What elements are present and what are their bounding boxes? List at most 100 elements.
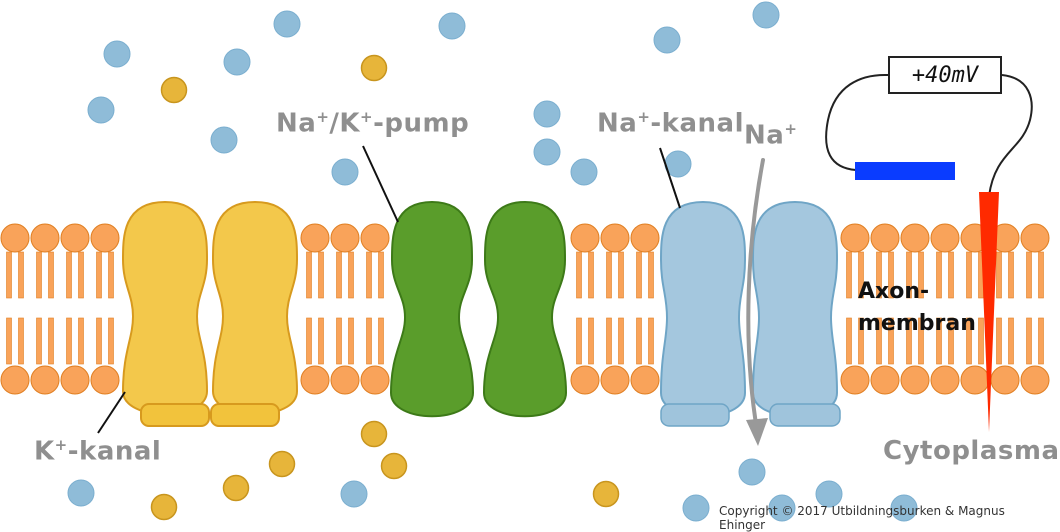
lipid-tail (936, 251, 942, 299)
lipid-tail (18, 317, 24, 365)
lipid-head (330, 223, 360, 253)
lipid-tail (858, 317, 864, 365)
na-channel-subunit (659, 200, 747, 418)
lipid-tail (1026, 317, 1032, 365)
lipid-tail (1026, 251, 1032, 299)
lipid-tail (618, 251, 624, 299)
potassium-ion (150, 493, 178, 521)
lipid-tail (366, 317, 372, 365)
sodium-ion (682, 494, 710, 522)
lipid-tail (336, 251, 342, 299)
lipid-tail (966, 317, 972, 365)
lipid-head (630, 223, 660, 253)
lipid-tail (918, 251, 924, 299)
voltmeter-display: +40mV (888, 56, 1002, 94)
potassium-ion (222, 474, 250, 502)
wire-left (825, 73, 889, 171)
ions (67, 1, 918, 522)
lipid-head (360, 223, 390, 253)
lipid-tail (918, 317, 924, 365)
lipid-head (570, 365, 600, 395)
na-k-pump-label: Na+/K+-pump (276, 108, 470, 139)
arrow-head-icon (746, 418, 768, 446)
lipid-tail (78, 317, 84, 365)
lipid-tail (48, 317, 54, 365)
axon-membrane-label: Axon-membran (858, 279, 976, 336)
lipid-tail (606, 317, 612, 365)
lipid-tail (78, 251, 84, 299)
lipid-head (90, 365, 120, 395)
lipid-tail (906, 317, 912, 365)
k-channel-gate (210, 403, 280, 427)
lipid-tail (648, 317, 654, 365)
lipid-tail (336, 317, 342, 365)
lipid-head (1020, 365, 1050, 395)
sodium-ion (653, 26, 681, 54)
sodium-ion (768, 494, 796, 522)
lipid-tail (66, 251, 72, 299)
lipid-tail (588, 317, 594, 365)
na-channel-gate (769, 403, 841, 427)
sodium-ion (331, 158, 359, 186)
na-k-pump-subunit (389, 200, 475, 418)
lipid-tail (606, 251, 612, 299)
lipid-tail (306, 317, 312, 365)
lipid-tail (888, 317, 894, 365)
lipid-tail (996, 317, 1002, 365)
lipid-tail (318, 317, 324, 365)
lipid-tail (96, 251, 102, 299)
lipid-tail (1008, 317, 1014, 365)
pump-pointer (362, 145, 399, 223)
lipid-tail (618, 317, 624, 365)
na-channel-subunit (751, 200, 839, 418)
lipid-tail (1038, 317, 1044, 365)
recording-electrode (979, 192, 999, 432)
lipid-tail (636, 317, 642, 365)
lipid-tail (6, 317, 12, 365)
lipid-tail (366, 251, 372, 299)
wire-right (988, 74, 1033, 197)
sodium-ion (738, 458, 766, 486)
sodium-ion (87, 96, 115, 124)
lipid-head (900, 365, 930, 395)
potassium-ion (268, 450, 296, 478)
lipid-head (360, 365, 390, 395)
sodium-ion (815, 480, 843, 508)
lipid-head (330, 365, 360, 395)
membrane-proteins (121, 200, 841, 427)
lipid-tail (588, 251, 594, 299)
lipid-tail (648, 251, 654, 299)
lipid-head (0, 223, 30, 253)
lipid-tail (1008, 251, 1014, 299)
lipid-tail (858, 251, 864, 299)
na-channel-label: Na+-kanal (597, 108, 744, 139)
na-ion-label: Na+ (744, 120, 798, 151)
lipid-tail (318, 251, 324, 299)
lipid-head (30, 365, 60, 395)
reference-electrode (855, 162, 955, 180)
sodium-ion (340, 480, 368, 508)
lipid-tail (18, 251, 24, 299)
lipid-head (630, 365, 660, 395)
potassium-ion (592, 480, 620, 508)
lipid-tail (576, 251, 582, 299)
lipid-tail (948, 251, 954, 299)
lipid-tail (948, 317, 954, 365)
lipid-tail (888, 251, 894, 299)
lipid-tail (108, 317, 114, 365)
lipid-tail (876, 317, 882, 365)
potassium-ion (360, 54, 388, 82)
lipid-tail (576, 317, 582, 365)
sodium-ion (533, 138, 561, 166)
lipid-bilayer (0, 223, 1050, 395)
lipid-tail (36, 317, 42, 365)
lipid-head (0, 365, 30, 395)
lipid-head (60, 365, 90, 395)
lipid-head (30, 223, 60, 253)
lipid-tail (48, 251, 54, 299)
na-channel-gate (660, 403, 730, 427)
potassium-ion (160, 76, 188, 104)
lipid-head (870, 223, 900, 253)
lipid-head (90, 223, 120, 253)
